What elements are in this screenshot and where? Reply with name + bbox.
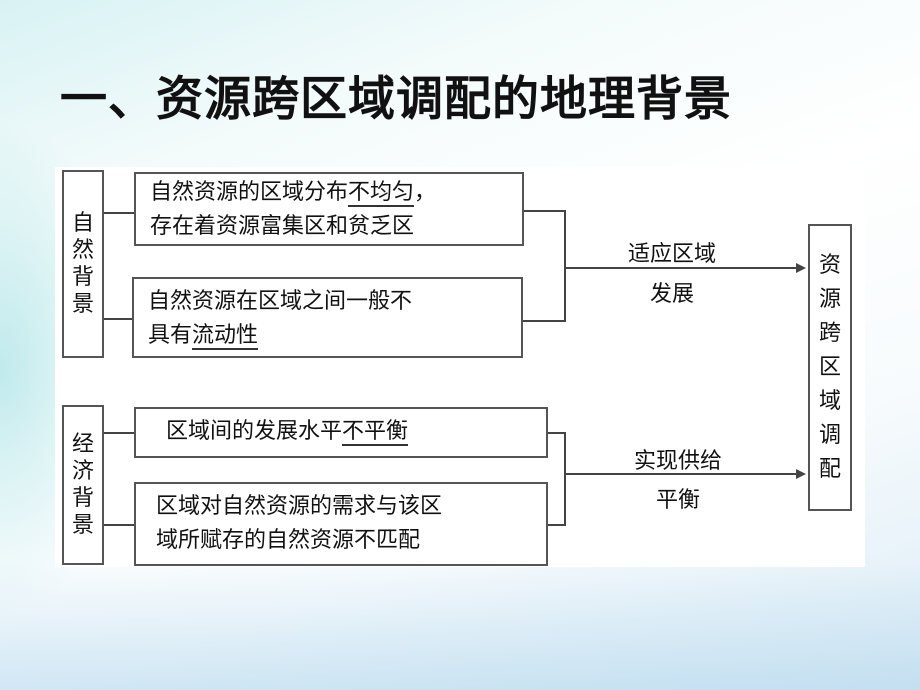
- natural-reason-box-2: 自然资源在区域之间一般不 具有流动性: [132, 277, 523, 358]
- connector: [524, 210, 566, 212]
- underlined-text: 流动性: [192, 323, 259, 350]
- char: 背: [71, 265, 94, 290]
- char: 调: [818, 422, 841, 448]
- arrow-label: 平衡: [655, 488, 700, 513]
- arrow-label: 发展: [649, 282, 694, 307]
- connector: [104, 432, 134, 434]
- economic-background-label: 经 济 背 景: [62, 405, 104, 565]
- arrow-line: [566, 267, 798, 269]
- connector: [523, 320, 566, 322]
- char: 然: [71, 238, 94, 263]
- char: 景: [71, 292, 94, 317]
- result-box: 资 源 跨 区 域 调 配: [808, 224, 852, 511]
- connector: [564, 210, 566, 322]
- connector: [104, 318, 132, 320]
- natural-background-label: 自 然 背 景: [62, 170, 104, 358]
- arrow-label: 适应区域: [627, 242, 716, 267]
- connector: [564, 432, 566, 526]
- connector: [548, 524, 566, 526]
- underlined-text: 不均匀: [348, 180, 415, 207]
- arrow-line: [566, 473, 798, 475]
- text: 自然资源在区域之间一般不: [148, 289, 413, 314]
- text: 自然资源的区域分布: [150, 180, 349, 205]
- char: 跨: [818, 320, 841, 346]
- char: 区: [818, 354, 841, 380]
- natural-reason-box-1: 自然资源的区域分布不均匀， 存在着资源富集区和贫乏区: [134, 172, 524, 246]
- text: 具有: [148, 323, 193, 348]
- char: 资: [818, 252, 841, 278]
- char: 自: [71, 211, 94, 236]
- char: 配: [818, 456, 841, 482]
- connector: [104, 212, 134, 214]
- text: 区域对自然资源的需求与该区: [156, 494, 443, 519]
- char: 域: [818, 388, 841, 414]
- economic-reason-box-2: 区域对自然资源的需求与该区 域所赋存的自然资源不匹配: [134, 482, 548, 566]
- char: 景: [71, 513, 94, 538]
- arrow-label: 实现供给: [633, 449, 722, 474]
- underlined-text: 不平衡: [342, 419, 409, 446]
- background-glow-bottom: [0, 560, 920, 690]
- char: 源: [818, 286, 841, 312]
- text: 区域间的发展水平: [166, 419, 343, 444]
- connector: [548, 432, 566, 434]
- arrow-head-icon: [796, 469, 806, 479]
- text: ，: [414, 180, 437, 205]
- char: 背: [71, 486, 94, 511]
- page-title: 一、资源跨区域调配的地理背景: [60, 72, 732, 127]
- text: 域所赋存的自然资源不匹配: [156, 528, 421, 553]
- economic-reason-box-1: 区域间的发展水平不平衡: [134, 407, 548, 458]
- text: 存在着资源富集区和贫乏区: [150, 214, 415, 239]
- connector: [104, 524, 134, 526]
- char: 经: [71, 432, 94, 457]
- char: 济: [71, 459, 94, 484]
- arrow-head-icon: [796, 263, 806, 273]
